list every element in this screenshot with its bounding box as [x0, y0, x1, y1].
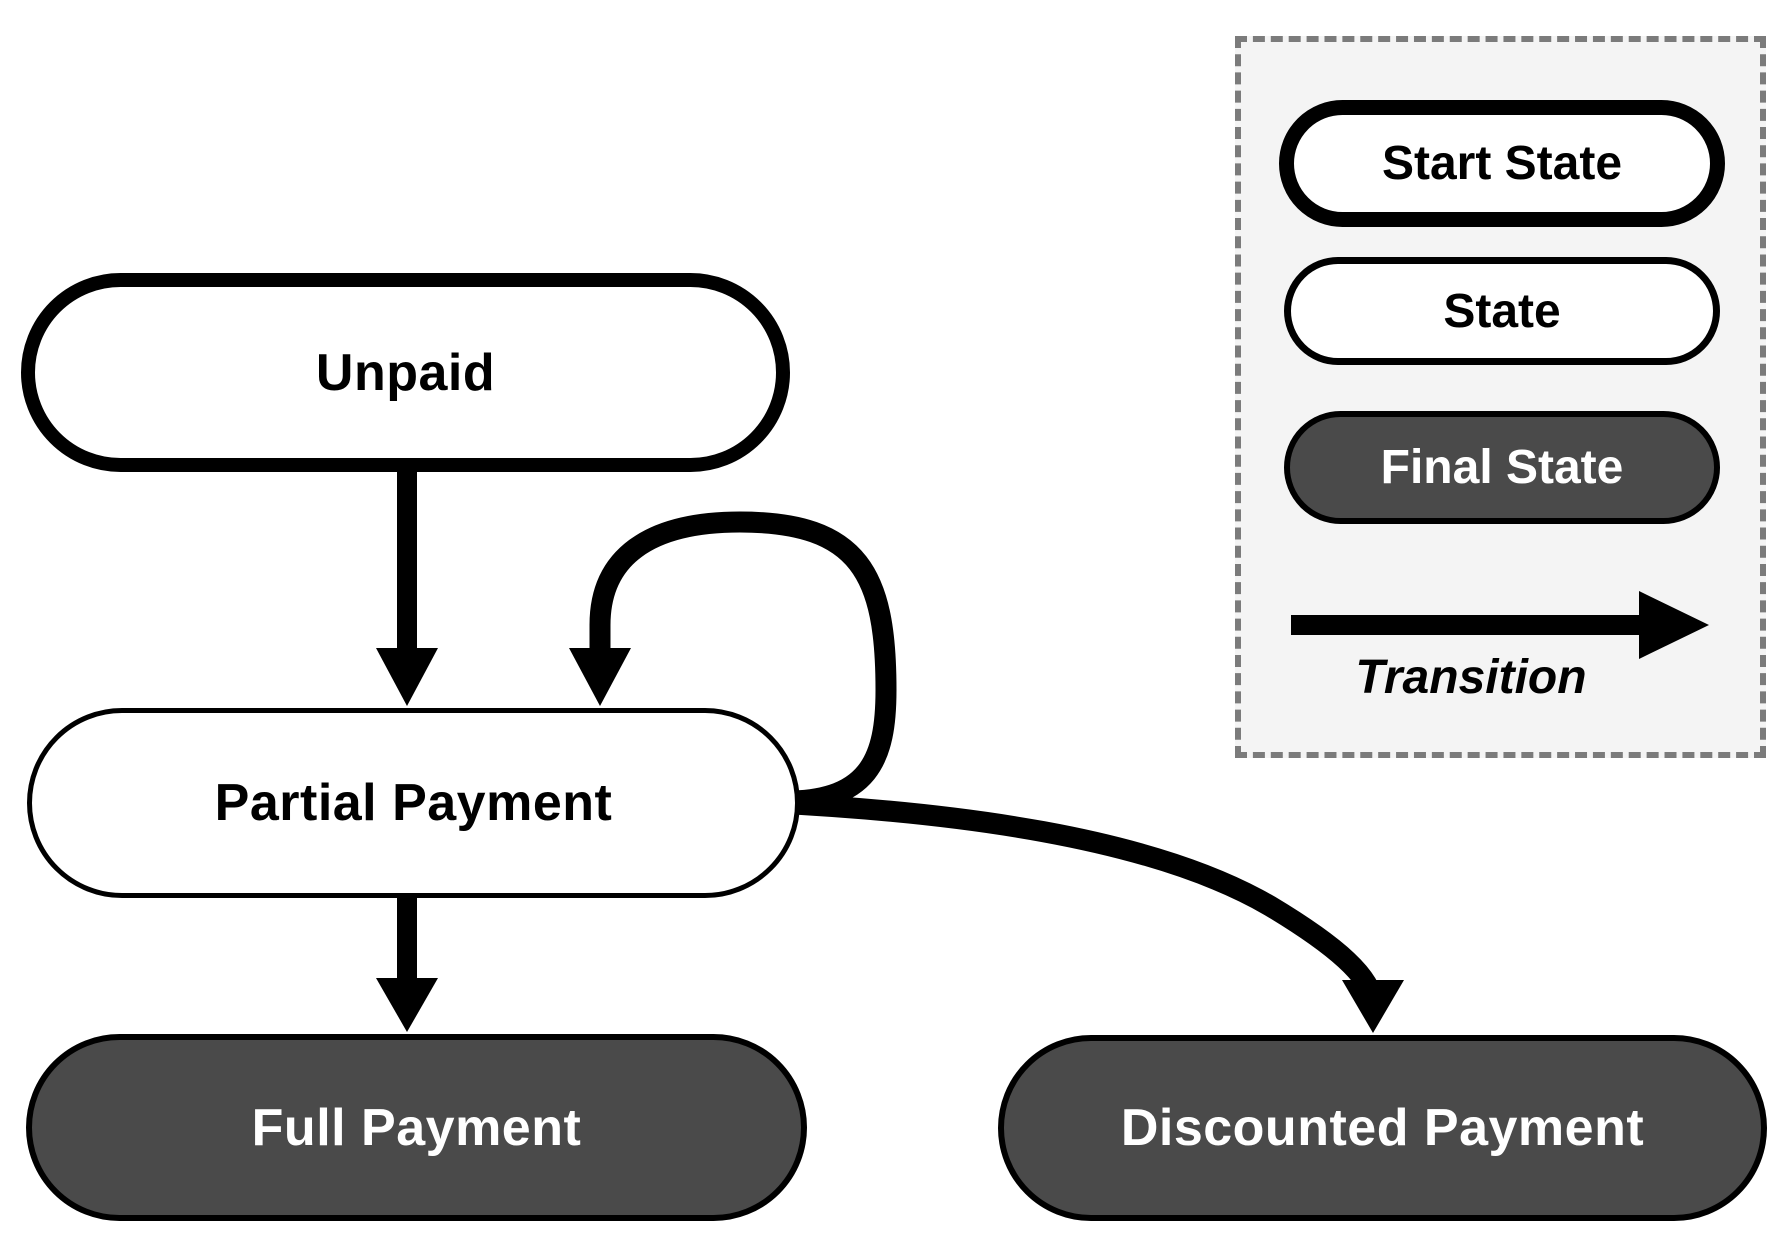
legend-start-state-label: Start State: [1381, 137, 1623, 190]
node-unpaid: Unpaid: [21, 273, 790, 472]
node-full-payment-label: Full Payment: [251, 1098, 582, 1157]
node-discounted-payment-label: Discounted Payment: [1120, 1099, 1645, 1157]
legend-transition-label: Transition: [1355, 651, 1587, 704]
legend-item-state: State: [1284, 257, 1720, 365]
legend-transition-arrow-icon: [1291, 591, 1709, 659]
arrowhead-partial-to-full: [376, 978, 438, 1032]
legend: Start State State Final State Transition: [1235, 36, 1766, 758]
legend-item-final-state: Final State: [1284, 411, 1720, 524]
node-partial-payment-label: Partial Payment: [214, 774, 613, 832]
node-full-payment: Full Payment: [26, 1034, 807, 1221]
edge-partial-self-loop: [589, 511, 897, 812]
legend-state-label: State: [1443, 284, 1561, 338]
legend-item-start-state: Start State: [1279, 100, 1725, 227]
node-discounted-payment: Discounted Payment: [998, 1035, 1767, 1221]
node-partial-payment: Partial Payment: [27, 708, 800, 898]
arrowhead-unpaid-to-partial: [376, 648, 438, 706]
edge-partial-to-discounted: [774, 792, 1384, 1004]
arrowhead-partial-self-loop: [569, 648, 631, 706]
legend-final-state-label: Final State: [1380, 441, 1624, 494]
arrowhead-partial-to-discounted: [1342, 980, 1404, 1033]
node-unpaid-label: Unpaid: [315, 343, 496, 402]
